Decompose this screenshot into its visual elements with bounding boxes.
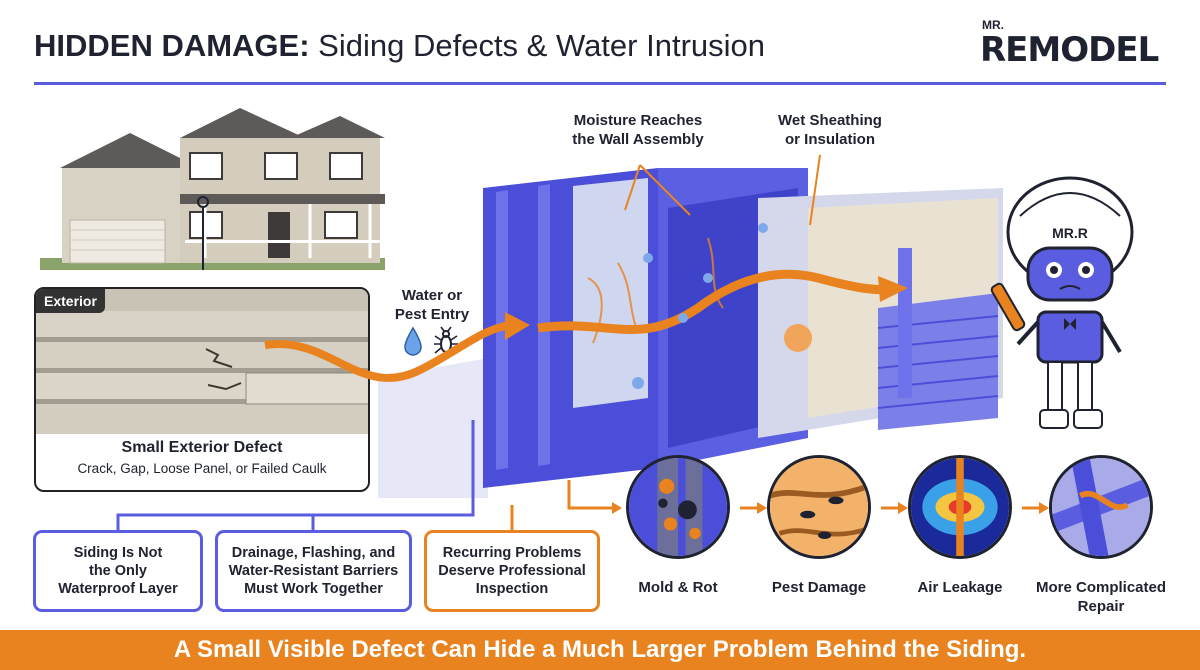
wall-assembly-cutaway <box>378 168 1003 498</box>
logo-prefix: MR. <box>982 18 1004 32</box>
info-box-2-line3: Must Work Together <box>244 581 383 597</box>
title-bold: HIDDEN DAMAGE: <box>34 28 310 63</box>
page-title: HIDDEN DAMAGE: Siding Defects & Water In… <box>34 28 765 64</box>
moisture-label: Moisture Reaches the Wall Assembly <box>548 111 728 149</box>
info-box-2-line1: Drainage, Flashing, and <box>231 545 396 561</box>
title-rest: Siding Defects & Water Intrusion <box>309 28 765 63</box>
consequence-2-line1: Pest Damage <box>771 579 867 596</box>
entry-label-line2: Pest Entry <box>394 306 470 323</box>
consequence-complicated-repair: More Complicated Repair <box>1026 578 1176 616</box>
header-divider <box>34 82 1166 85</box>
wet-sheathing-label-line2: or Insulation <box>785 131 875 148</box>
info-box-1-line2: the Only <box>88 563 147 579</box>
consequence-4-line1: More Complicated <box>1035 579 1167 596</box>
consequence-3-line1: Air Leakage <box>917 579 1003 596</box>
mold-rot-image <box>626 455 730 559</box>
entry-label-line1: Water or <box>401 287 463 304</box>
info-box-1-line1: Siding Is Not <box>73 545 163 561</box>
info-box-drainage-flashing: Drainage, Flashing, and Water-Resistant … <box>215 530 412 612</box>
wet-sheathing-label: Wet Sheathing or Insulation <box>740 111 920 149</box>
robot-mascot: MR.R <box>990 176 1134 429</box>
pest-damage-image <box>767 455 871 559</box>
info-box-siding-not-only-layer: Siding Is Not the Only Waterproof Layer <box>33 530 203 612</box>
exterior-defect-card: Exterior Small Exterior Defect Crack, Ga… <box>34 287 370 492</box>
info-box-3-line1: Recurring Problems <box>442 545 582 561</box>
consequence-mold-rot: Mold & Rot <box>603 578 753 597</box>
complicated-repair-image <box>1049 455 1153 559</box>
moisture-label-line2: the Wall Assembly <box>572 131 704 148</box>
info-box-3-line2: Deserve Professional <box>438 563 586 579</box>
robot-helmet-text: MR.R <box>1052 225 1088 241</box>
defect-subtitle: Crack, Gap, Loose Panel, or Failed Caulk <box>77 461 327 476</box>
footer-banner: A Small Visible Defect Can Hide a Much L… <box>0 630 1200 670</box>
wet-sheathing-label-line1: Wet Sheathing <box>778 112 882 129</box>
consequence-pest-damage: Pest Damage <box>744 578 894 597</box>
consequence-1-line1: Mold & Rot <box>638 579 718 596</box>
defect-title: Small Exterior Defect <box>121 439 283 456</box>
logo-word: REMODEL <box>980 30 1159 70</box>
moisture-label-line1: Moisture Reaches <box>573 112 703 129</box>
info-box-recurring-problems: Recurring Problems Deserve Professional … <box>424 530 600 612</box>
consequence-4-line2: Repair <box>1077 598 1125 615</box>
house-illustration <box>40 108 385 270</box>
info-box-2-line2: Water-Resistant Barriers <box>228 563 399 579</box>
air-leakage-image <box>908 455 1012 559</box>
entry-label: Water or Pest Entry <box>382 286 482 324</box>
info-box-1-line3: Waterproof Layer <box>58 581 178 597</box>
brand-logo: MR. REMODEL <box>980 18 1170 70</box>
consequence-air-leakage: Air Leakage <box>885 578 1035 597</box>
info-box-3-line3: Inspection <box>475 581 549 597</box>
exterior-tag: Exterior <box>36 289 105 313</box>
